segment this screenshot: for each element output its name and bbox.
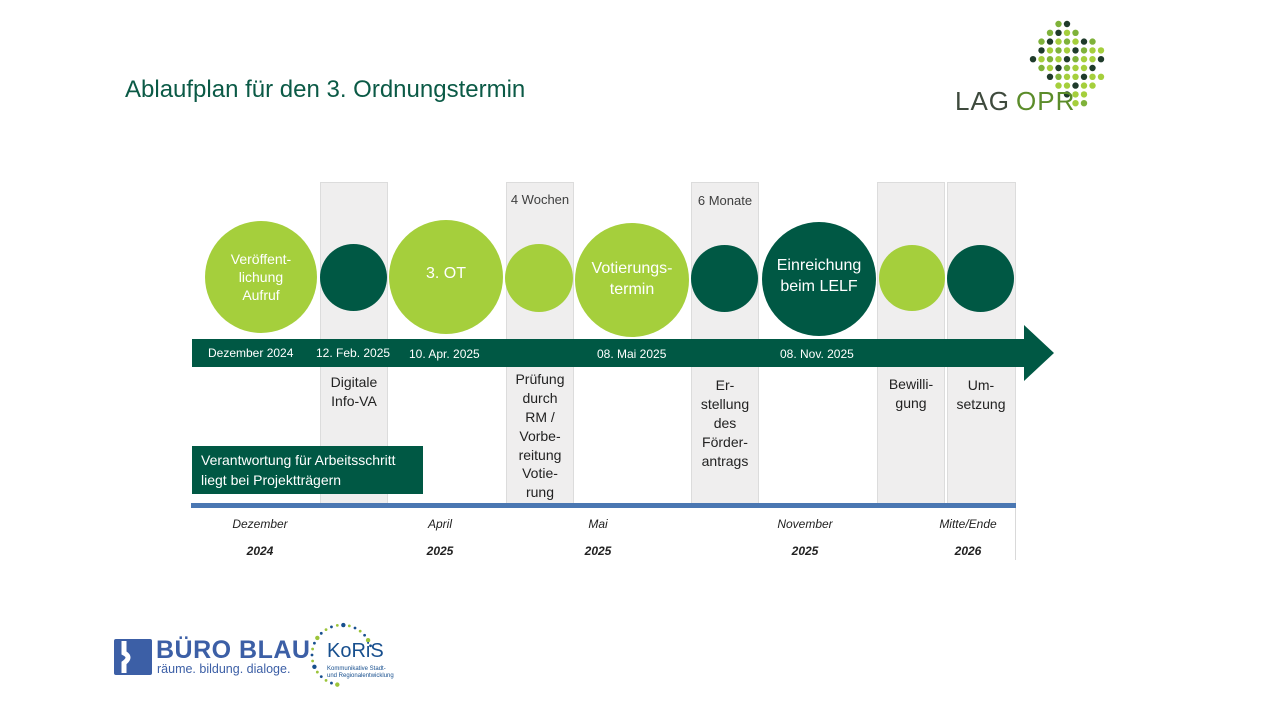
milestone-einreichung: Einreichung beim LELF	[762, 222, 876, 336]
timeline-base-line	[191, 503, 1016, 508]
timeline-year-2025-apr: 2025	[426, 544, 454, 558]
milestone-votierungstermin: Votierungs- termin	[575, 223, 689, 337]
buero-blau-name: BÜRO BLAU	[156, 636, 311, 664]
step-info-va: Digitale Info-VA	[330, 374, 378, 409]
step-umsetzung: Um- setzung	[956, 377, 1006, 412]
step-bewilligung: Bewilli- gung	[888, 376, 934, 411]
arrow-date-08-mai-2025: 08. Mai 2025	[597, 347, 667, 361]
timeline-arrow	[192, 325, 1054, 381]
timeline-year-2025-nov: 2025	[791, 544, 819, 558]
step-pruefung: Prüfung durch RM / Vorbe- reitung Votie-…	[515, 371, 565, 501]
step-erstellung: Er- stellung des Förder- antrags	[700, 377, 750, 469]
timeline-month-mitte-ende: Mitte/Ende	[939, 517, 997, 531]
timeline-year-2024: 2024	[246, 544, 274, 558]
arrow-date-12-feb-2025: 12. Feb. 2025	[316, 346, 391, 360]
buero-blau-mark-icon	[114, 639, 152, 675]
buero-blau-tagline: räume. bildung. dialoge.	[157, 662, 291, 676]
milestone-info-va	[320, 244, 387, 311]
koris-tagline: Kommunikative Stadt- und Regionalentwick…	[327, 666, 394, 680]
band-label-4-wochen: 4 Wochen	[510, 192, 570, 207]
timeline-year-2025-mai: 2025	[584, 544, 612, 558]
milestone-erstellung	[691, 245, 758, 312]
arrow-date-08-nov-2025: 08. Nov. 2025	[780, 347, 854, 361]
milestone-3-ot: 3. OT	[389, 220, 503, 334]
timeline-month-november: November	[777, 517, 833, 531]
arrow-date-10-apr-2025: 10. Apr. 2025	[409, 347, 480, 361]
timeline-month-mai: Mai	[588, 517, 608, 531]
koris-dotted-arc-icon	[310, 622, 372, 687]
dotted-map-icon	[1029, 20, 1105, 107]
arrow-date-dezember-2024: Dezember 2024	[208, 346, 294, 360]
responsibility-note: Verantwortung für Arbeitsschritt liegt b…	[192, 446, 423, 494]
buero-blau-logo: BÜRO BLAU räume. bildung. dialoge.	[114, 636, 310, 678]
band-label-6-monate: 6 Monate	[697, 193, 753, 208]
koris-logo: KoRiS Kommunikative Stadt- und Regionale…	[307, 620, 437, 690]
timeline-month-april: April	[427, 517, 452, 531]
timeline-end-line	[1015, 508, 1016, 560]
timeline-month-dezember: Dezember	[232, 517, 288, 531]
koris-name: KoRiS	[327, 640, 384, 662]
timeline-year-2026: 2026	[954, 544, 982, 558]
page-title: Ablaufplan für den 3. Ordnungstermin	[125, 76, 526, 103]
milestone-bewilligung	[879, 245, 945, 311]
milestone-veroeffentlichung: Veröffent- lichung Aufruf	[205, 221, 317, 333]
milestone-pruefung	[505, 244, 573, 312]
milestone-umsetzung	[947, 245, 1014, 312]
